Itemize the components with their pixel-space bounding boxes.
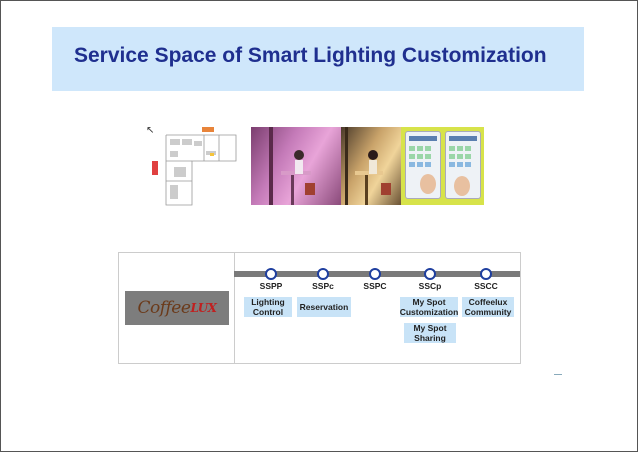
app-screens-photo [401, 127, 484, 205]
warm-light-photo [341, 127, 401, 205]
divider-mark [554, 374, 562, 375]
phone-screen-left [405, 131, 441, 199]
node-label-sscp: SSCp [418, 281, 442, 291]
timeline-node-sspc-lower [317, 268, 329, 280]
lighting-photos [251, 127, 484, 205]
pink-light-photo [251, 127, 341, 205]
floor-plan-image: ↖ [146, 125, 237, 206]
node-label-sspp: SSPP [259, 281, 283, 291]
my-spot-sharing-box: My Spot Sharing [404, 323, 456, 343]
coffeelux-community-box: Coffeelux Community [462, 297, 514, 317]
logo-text-accent: LUX [190, 301, 217, 315]
timeline-node-sspp [265, 268, 277, 280]
reservation-box: Reservation [297, 297, 351, 317]
phone-screen-right [445, 131, 481, 199]
timeline-node-sspc [369, 268, 381, 280]
node-label-sspc-lower: SSPc [312, 281, 334, 291]
my-spot-customization-box: My Spot Customization [399, 297, 459, 317]
lighting-control-box: Lighting Control [244, 297, 292, 317]
timeline-node-sscp [424, 268, 436, 280]
logo-text-main: Coffee [137, 298, 191, 318]
node-label-sspc: SSPC [363, 281, 387, 291]
svg-text:↖: ↖ [146, 125, 154, 136]
timeline-node-sscc [480, 268, 492, 280]
slide-title: Service Space of Smart Lighting Customiz… [74, 44, 547, 67]
title-banner: Service Space of Smart Lighting Customiz… [52, 27, 584, 91]
node-label-sscc: SSCC [474, 281, 498, 291]
